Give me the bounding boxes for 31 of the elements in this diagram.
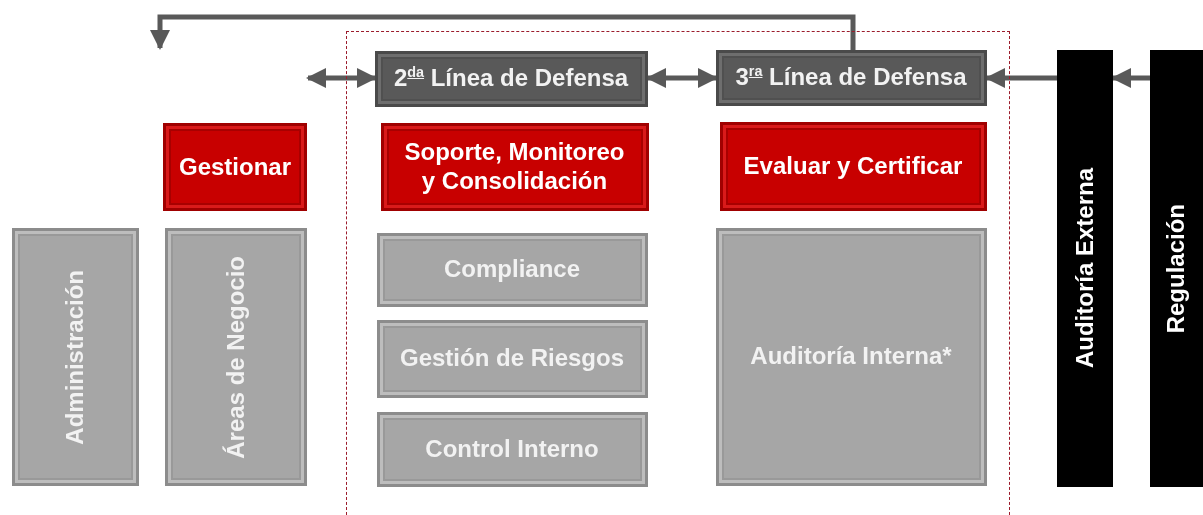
function-box xyxy=(715,227,987,486)
double-arrow xyxy=(306,68,377,88)
box-label: Gestión de Riesgos xyxy=(398,344,626,373)
double-arrow xyxy=(646,68,718,88)
header-box xyxy=(715,49,987,106)
role-box xyxy=(719,121,987,211)
box-label: Áreas de Negocio xyxy=(221,255,250,459)
arrow xyxy=(150,14,856,50)
box-label: Soporte, Monitoreo y Consolidación xyxy=(403,137,626,196)
role-box xyxy=(380,122,649,211)
function-box xyxy=(12,228,139,486)
box-label: Regulación xyxy=(1162,203,1191,334)
box-label: Administración xyxy=(61,269,90,445)
box-label: 3$^{ra}$ Línea de Defensa xyxy=(734,63,968,92)
function-box xyxy=(376,411,648,487)
box-label: Gestionar xyxy=(178,152,292,182)
external-bar xyxy=(1150,50,1203,487)
box-label: Auditoría Interna* xyxy=(749,342,953,371)
box-label: Control Interno xyxy=(424,434,600,464)
external-bar xyxy=(1057,50,1113,487)
role-box xyxy=(163,123,307,211)
function-box xyxy=(376,319,648,398)
box-label: Auditoría Externa xyxy=(1070,168,1099,369)
header-box xyxy=(374,50,648,107)
arrow xyxy=(985,68,1057,88)
box-label: 2$^{da}$ Línea de Defensa xyxy=(392,64,630,93)
function-box xyxy=(376,232,648,307)
dashed-frame xyxy=(346,31,1010,515)
box-label: Compliance xyxy=(443,255,581,284)
box-label: Evaluar y Certificar xyxy=(742,151,964,181)
function-box xyxy=(165,228,307,486)
